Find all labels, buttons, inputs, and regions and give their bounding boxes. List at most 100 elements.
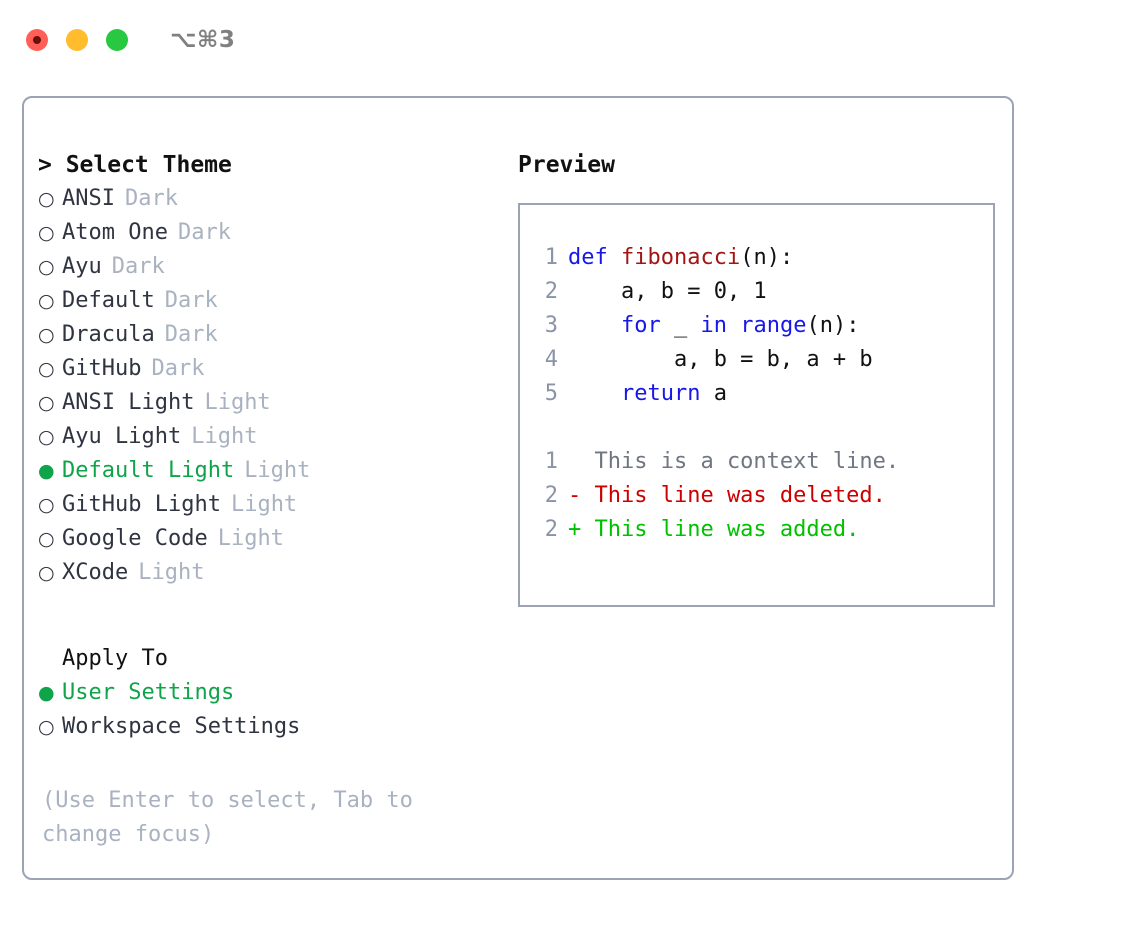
theme-option-kind: Light <box>244 458 311 483</box>
theme-option-kind: Dark <box>124 186 178 211</box>
code-token-pl <box>727 313 740 338</box>
theme-option-ansi-light[interactable]: ○ ANSI Light Light <box>38 386 494 420</box>
radio-selected-icon: ● <box>38 460 55 482</box>
theme-option-ayu[interactable]: ○ Ayu Dark <box>38 250 494 284</box>
radio-unselected-icon: ○ <box>38 528 55 550</box>
theme-option-label: ANSI <box>62 186 115 211</box>
radio-unselected-icon: ○ <box>38 562 55 584</box>
theme-option-label: XCode <box>62 560 129 585</box>
apply-to-option-user-settings[interactable]: ●User Settings <box>38 676 494 710</box>
code-token-kw: return <box>620 381 701 406</box>
theme-option-kind: Light <box>191 424 258 449</box>
theme-option-label: Default Light <box>62 458 235 483</box>
theme-option-default[interactable]: ○ Default Dark <box>38 284 494 318</box>
theme-option-xcode[interactable]: ○ XCode Light <box>38 556 494 590</box>
code-line: 3 for _ in range(n): <box>520 309 993 343</box>
theme-option-kind: Light <box>204 390 271 415</box>
code-token-kw: for <box>620 313 661 338</box>
code-line: 2 a, b = 0, 1 <box>520 275 993 309</box>
code-line-text: def fibonacci(n): <box>568 241 793 275</box>
code-token-pl: a <box>700 381 727 406</box>
code-token-pl: (n): <box>806 313 860 338</box>
theme-option-default-light[interactable]: ● Default Light Light <box>38 454 494 488</box>
code-line-number: 5 <box>544 381 558 406</box>
code-line-number: 1 <box>544 245 558 270</box>
diff-line-text-del: - This line was deleted. <box>568 483 886 508</box>
radio-unselected-icon: ○ <box>38 188 55 210</box>
preview-heading: Preview <box>518 152 615 178</box>
preview-spacer <box>520 411 993 445</box>
theme-option-label: ANSI Light <box>62 390 195 415</box>
code-token-kw: def <box>568 245 621 270</box>
code-line-text: return a <box>568 377 727 411</box>
code-token-pl <box>568 381 621 406</box>
theme-option-kind: Dark <box>164 322 218 347</box>
theme-option-label: Ayu <box>62 254 102 279</box>
code-token-pl: _ <box>660 313 701 338</box>
theme-option-kind: Dark <box>164 288 218 313</box>
diff-line-text-ctx: This is a context line. <box>568 449 900 474</box>
diff-line: 2 - This line was deleted. <box>520 479 993 513</box>
code-line: 1 def fibonacci(n): <box>520 241 993 275</box>
keyboard-shortcut-label: ⌥⌘3 <box>170 27 236 53</box>
code-line-text: for _ in range(n): <box>568 309 859 343</box>
code-token-fn: fibonacci <box>620 245 741 270</box>
theme-option-kind: Light <box>217 526 284 551</box>
keyboard-hint-text: (Use Enter to select, Tab to change focu… <box>42 788 413 847</box>
radio-unselected-icon: ○ <box>38 324 55 346</box>
code-line: 5 return a <box>520 377 993 411</box>
code-token-kw: in <box>700 313 727 338</box>
theme-option-label: Atom One <box>62 220 168 245</box>
diff-line: 2+ This line was added. <box>520 513 993 547</box>
radio-unselected-icon: ○ <box>38 290 55 312</box>
apply-to-option-workspace-settings[interactable]: ○ Workspace Settings <box>38 710 494 744</box>
diff-sample: 1 This is a context line. 2 - This line wa… <box>520 445 993 547</box>
diff-line-number: 2 <box>544 483 558 508</box>
theme-option-ansi[interactable]: ○ ANSI Dark <box>38 182 494 216</box>
code-token-pl <box>568 313 621 338</box>
code-line-text: a, b = 0, 1 <box>568 275 767 309</box>
radio-unselected-icon: ○ <box>38 716 55 738</box>
apply-to-option-label: User Settings <box>62 680 235 705</box>
title-bar: ⌥⌘3 <box>0 0 1140 80</box>
theme-option-dracula[interactable]: ○ Dracula Dark <box>38 318 494 352</box>
maximize-button[interactable] <box>106 29 128 51</box>
select-theme-heading: > Select Theme <box>38 152 232 178</box>
theme-option-label: GitHub Light <box>62 492 221 517</box>
theme-option-label: Default <box>62 288 155 313</box>
apply-to-option-label: Workspace Settings <box>62 714 301 739</box>
radio-unselected-icon: ○ <box>38 392 55 414</box>
radio-unselected-icon: ○ <box>38 494 55 516</box>
code-line-number: 3 <box>544 313 558 338</box>
theme-option-label: GitHub <box>62 356 142 381</box>
diff-line-text-add: + This line was added. <box>568 517 860 542</box>
theme-option-kind: Light <box>230 492 298 517</box>
radio-unselected-icon: ○ <box>38 256 55 278</box>
theme-option-kind: Dark <box>111 254 165 279</box>
diff-line: 1 This is a context line. <box>520 445 993 479</box>
theme-option-github-light[interactable]: ○ GitHub Light Light <box>38 488 494 522</box>
code-line: 4 a, b = b, a + b <box>520 343 993 377</box>
code-token-kw: range <box>740 313 807 338</box>
window-controls <box>26 29 128 51</box>
radio-unselected-icon: ○ <box>38 426 55 448</box>
close-button[interactable] <box>26 29 48 51</box>
theme-option-kind: Dark <box>177 220 231 245</box>
code-line-number: 2 <box>544 279 558 304</box>
theme-option-kind: Light <box>138 560 205 585</box>
code-token-pl: (n): <box>740 245 794 270</box>
radio-unselected-icon: ○ <box>38 358 55 380</box>
theme-option-label: Dracula <box>62 322 155 347</box>
code-token-pl: a, b = b, a + b <box>568 347 873 372</box>
diff-line-number: 1 <box>544 449 558 474</box>
code-line-text: a, b = b, a + b <box>568 343 873 377</box>
minimize-button[interactable] <box>66 29 88 51</box>
